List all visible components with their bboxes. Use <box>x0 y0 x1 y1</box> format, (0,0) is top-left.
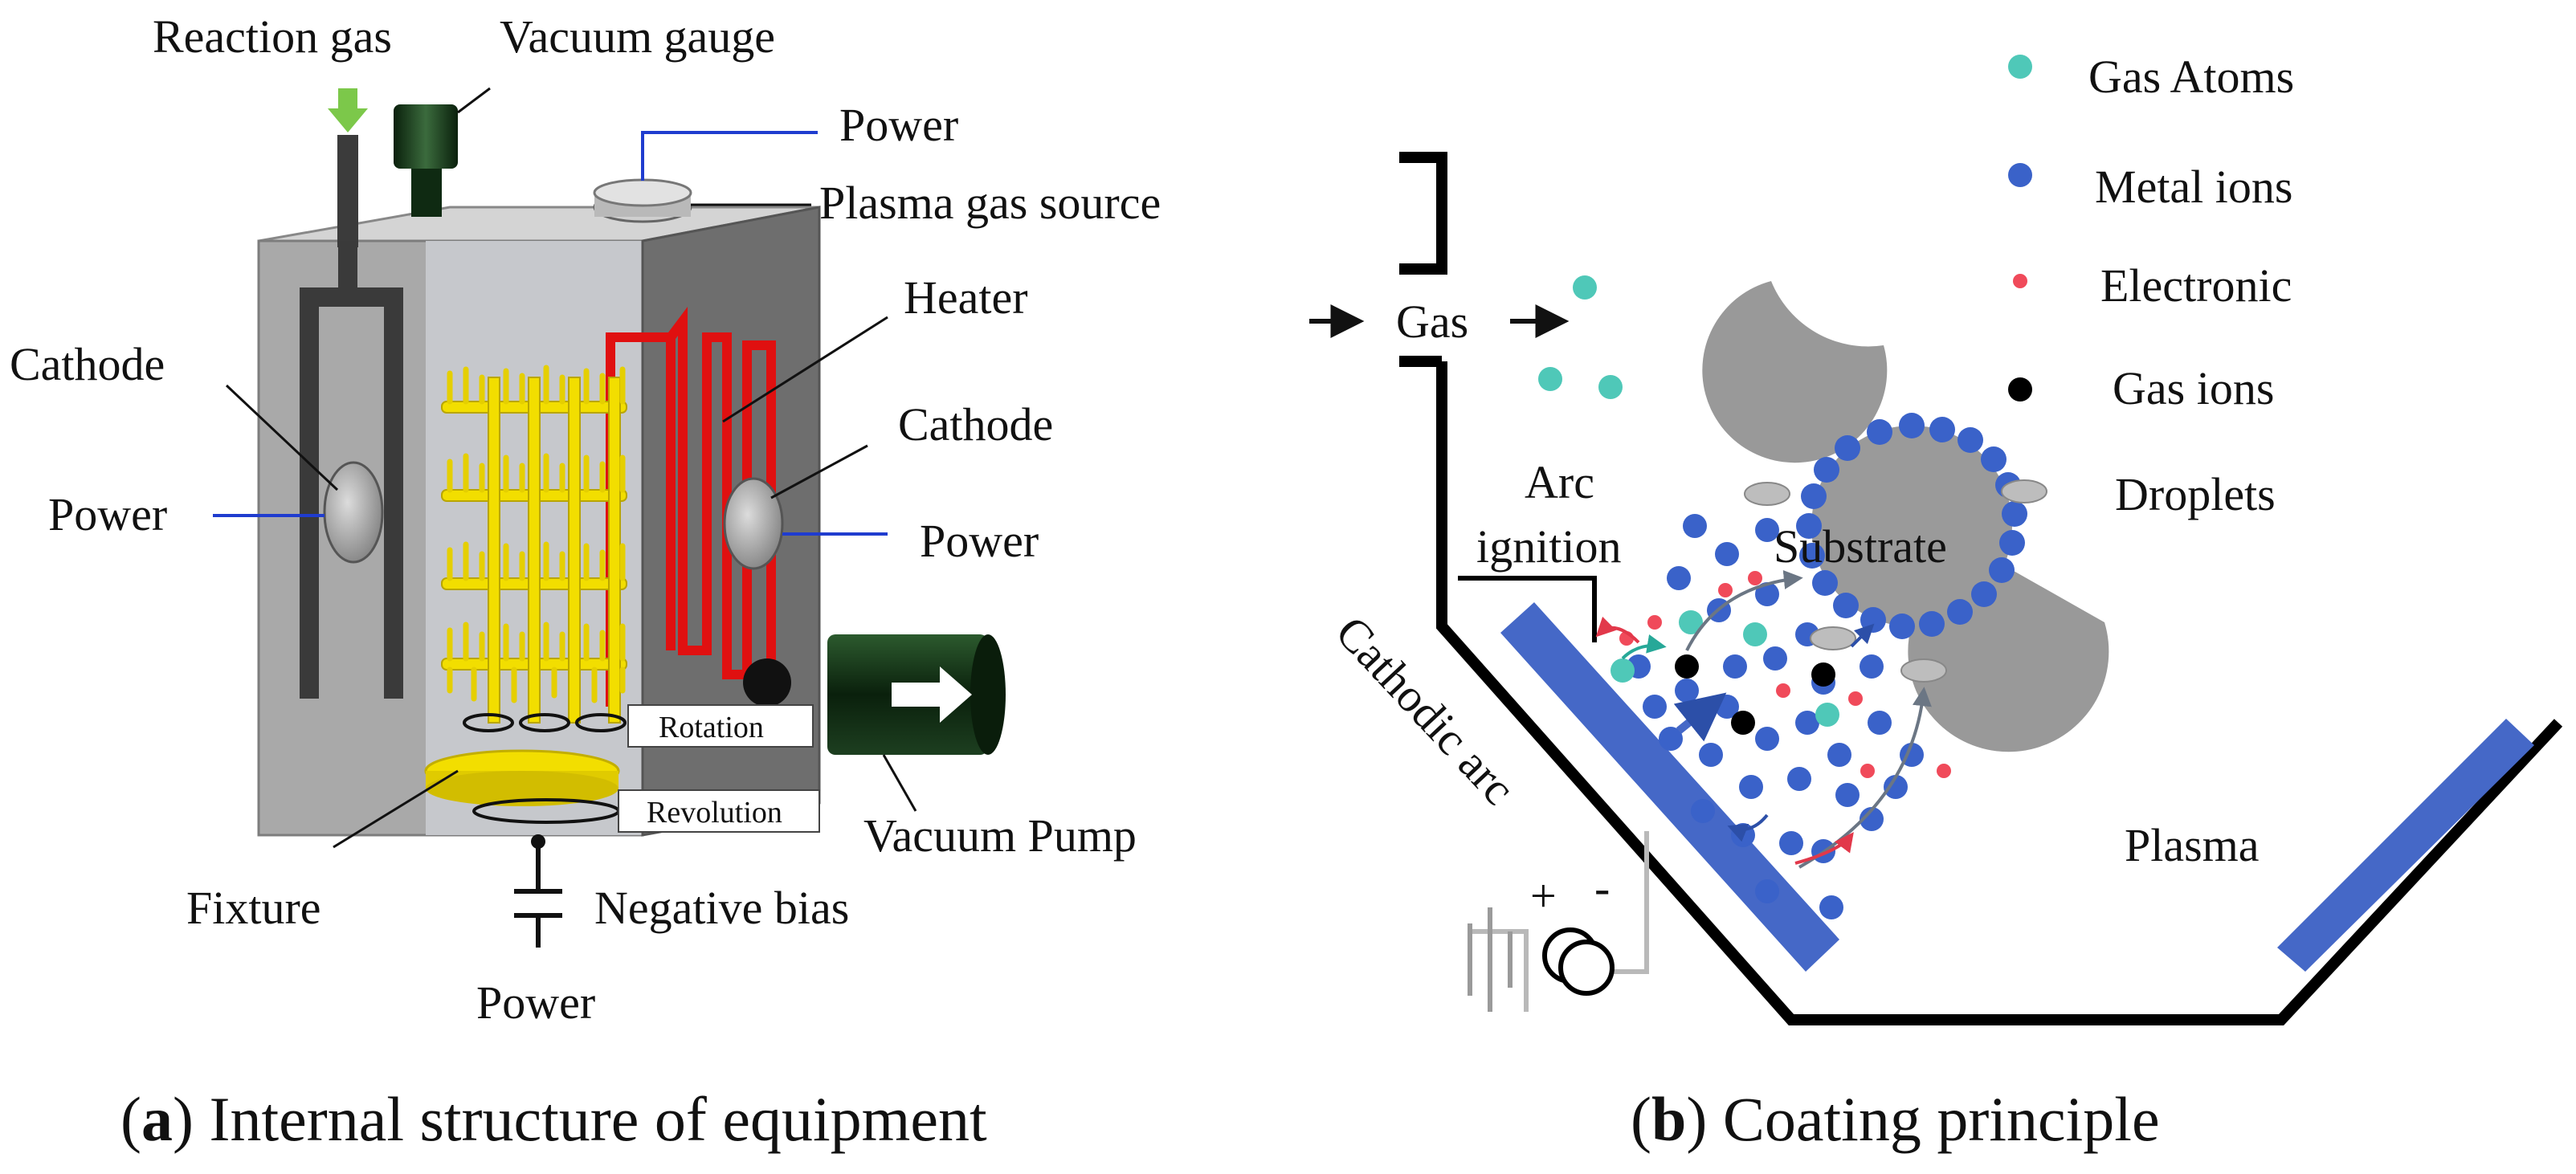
plasma-gas-source-label: Plasma gas source <box>819 177 1161 229</box>
legend-droplets-label: Droplets <box>2115 468 2276 520</box>
pump-port <box>743 658 791 707</box>
legend-item-gas-atoms: Gas Atoms <box>2008 51 2294 103</box>
minus-sign: - <box>1594 862 1610 914</box>
gas-atoms-plasma <box>1611 610 1839 727</box>
revolution-label-box <box>618 789 820 833</box>
power-supply-symbol <box>1468 907 1513 1012</box>
electrons <box>1619 571 1951 778</box>
power-left-label: Power <box>48 488 167 540</box>
gas-ions <box>1675 654 1835 735</box>
legend-metal-ions-swatch <box>2008 163 2032 187</box>
vacuum-pump-face <box>970 634 1006 755</box>
traj-blue-3 <box>1850 623 1875 648</box>
legend-item-electronic: Electronic <box>2013 259 2292 312</box>
caption-a-text: Internal structure of equipment <box>209 1084 986 1154</box>
gas-inlet-arrow-icon <box>328 88 368 132</box>
plus-sign: + <box>1530 870 1557 922</box>
heater-label: Heater <box>904 271 1028 324</box>
vacuum-gauge-label: Vacuum gauge <box>500 10 775 63</box>
right-cathode-disc <box>723 477 784 570</box>
panel-b-coating: Gas Arc ignition + - <box>1309 51 2563 1025</box>
legend-item-droplets: Droplets <box>2001 468 2276 520</box>
power-wire <box>1470 831 1649 1012</box>
droplets-small <box>1744 482 1947 683</box>
power-top-label: Power <box>839 99 958 151</box>
traj-blue-2 <box>1727 813 1769 842</box>
legend-item-metal-ions: Metal ions <box>2008 161 2292 213</box>
vessel-wall <box>1399 152 2563 1025</box>
power-right-label: Power <box>920 515 1039 567</box>
revolution-label: Revolution <box>647 796 782 830</box>
substrate-label: Substrate <box>1774 520 1947 573</box>
traj-red-2 <box>1794 832 1854 865</box>
legend-droplets-swatch <box>2001 479 2047 503</box>
caption-b-letter: b <box>1651 1084 1686 1154</box>
plasma-label: Plasma <box>2125 819 2260 871</box>
rotation-label-box <box>627 704 814 748</box>
pump-arrow-icon <box>892 666 972 723</box>
legend-item-gas-ions: Gas ions <box>2008 362 2274 414</box>
fixture-trees <box>441 377 627 724</box>
traj-teal <box>1621 634 1667 660</box>
cathodic-arc-label: Cathodic arc <box>1325 606 1525 815</box>
fixture-label: Fixture <box>186 882 321 934</box>
power-bottom-label: Power <box>476 976 595 1029</box>
legend-electronic-label: Electronic <box>2100 259 2292 312</box>
caption-b: (b) Coating principle <box>1631 1084 2160 1154</box>
traj-droplet <box>1798 687 1932 869</box>
legend-electronic-swatch <box>2013 274 2027 288</box>
reaction-gas-label: Reaction gas <box>153 10 392 63</box>
plasma-plate <box>2277 719 2534 972</box>
gas-atoms <box>1538 275 1623 399</box>
vacuum-gauge <box>394 104 458 169</box>
cathode-left-label: Cathode <box>10 338 165 390</box>
cathode-right-label: Cathode <box>898 398 1053 450</box>
fixture-disc-bottom <box>426 771 618 806</box>
traj-gas-ion <box>1685 569 1803 651</box>
legend-gas-atoms-label: Gas Atoms <box>2088 51 2294 103</box>
reaction-gas-pipe <box>337 135 358 247</box>
legend-gas-ions-label: Gas ions <box>2113 362 2274 414</box>
negative-bias-label: Negative bias <box>594 882 849 934</box>
droplet-piece-1 <box>1702 281 1888 463</box>
caption-b-text: Coating principle <box>1723 1084 2160 1154</box>
arc-ignition-label-1: Arc <box>1525 456 1594 508</box>
gas-label: Gas <box>1396 296 1468 348</box>
arc-ignition-label-2: ignition <box>1476 520 1621 573</box>
traj-blue-1 <box>1673 692 1727 742</box>
legend-gas-ions-swatch <box>2008 377 2032 402</box>
traj-red-1 <box>1595 616 1640 644</box>
cathode-plate <box>1500 602 1839 972</box>
vacuum-gauge-neck <box>411 169 442 217</box>
substrate <box>1811 426 2012 626</box>
panel-a-leaders <box>225 87 917 849</box>
rotation-arrows-icon <box>463 713 627 732</box>
current-source-icon <box>1542 927 1615 996</box>
vacuum-pump-label: Vacuum Pump <box>863 809 1137 862</box>
fixture-prongs <box>447 365 626 703</box>
negative-bias-symbol <box>514 834 562 948</box>
panel-a-power-leaders <box>213 131 888 536</box>
panel-a-equipment: Rotation Revolution <box>10 10 1161 1029</box>
caption-a: (a) Internal structure of equipment <box>120 1084 987 1154</box>
left-cathode-disc <box>323 461 384 564</box>
legend-metal-ions-label: Metal ions <box>2095 161 2292 213</box>
legend-gas-atoms-swatch <box>2008 55 2032 79</box>
plasma-gas-source-cap <box>593 178 692 207</box>
arc-ignition-wire <box>1458 576 1597 642</box>
left-gas-pipes <box>300 241 403 699</box>
rotation-label: Rotation <box>659 711 764 744</box>
caption-a-letter: a <box>141 1084 173 1154</box>
legend: Gas Atoms Metal ions Electronic Gas ions… <box>2001 51 2294 520</box>
